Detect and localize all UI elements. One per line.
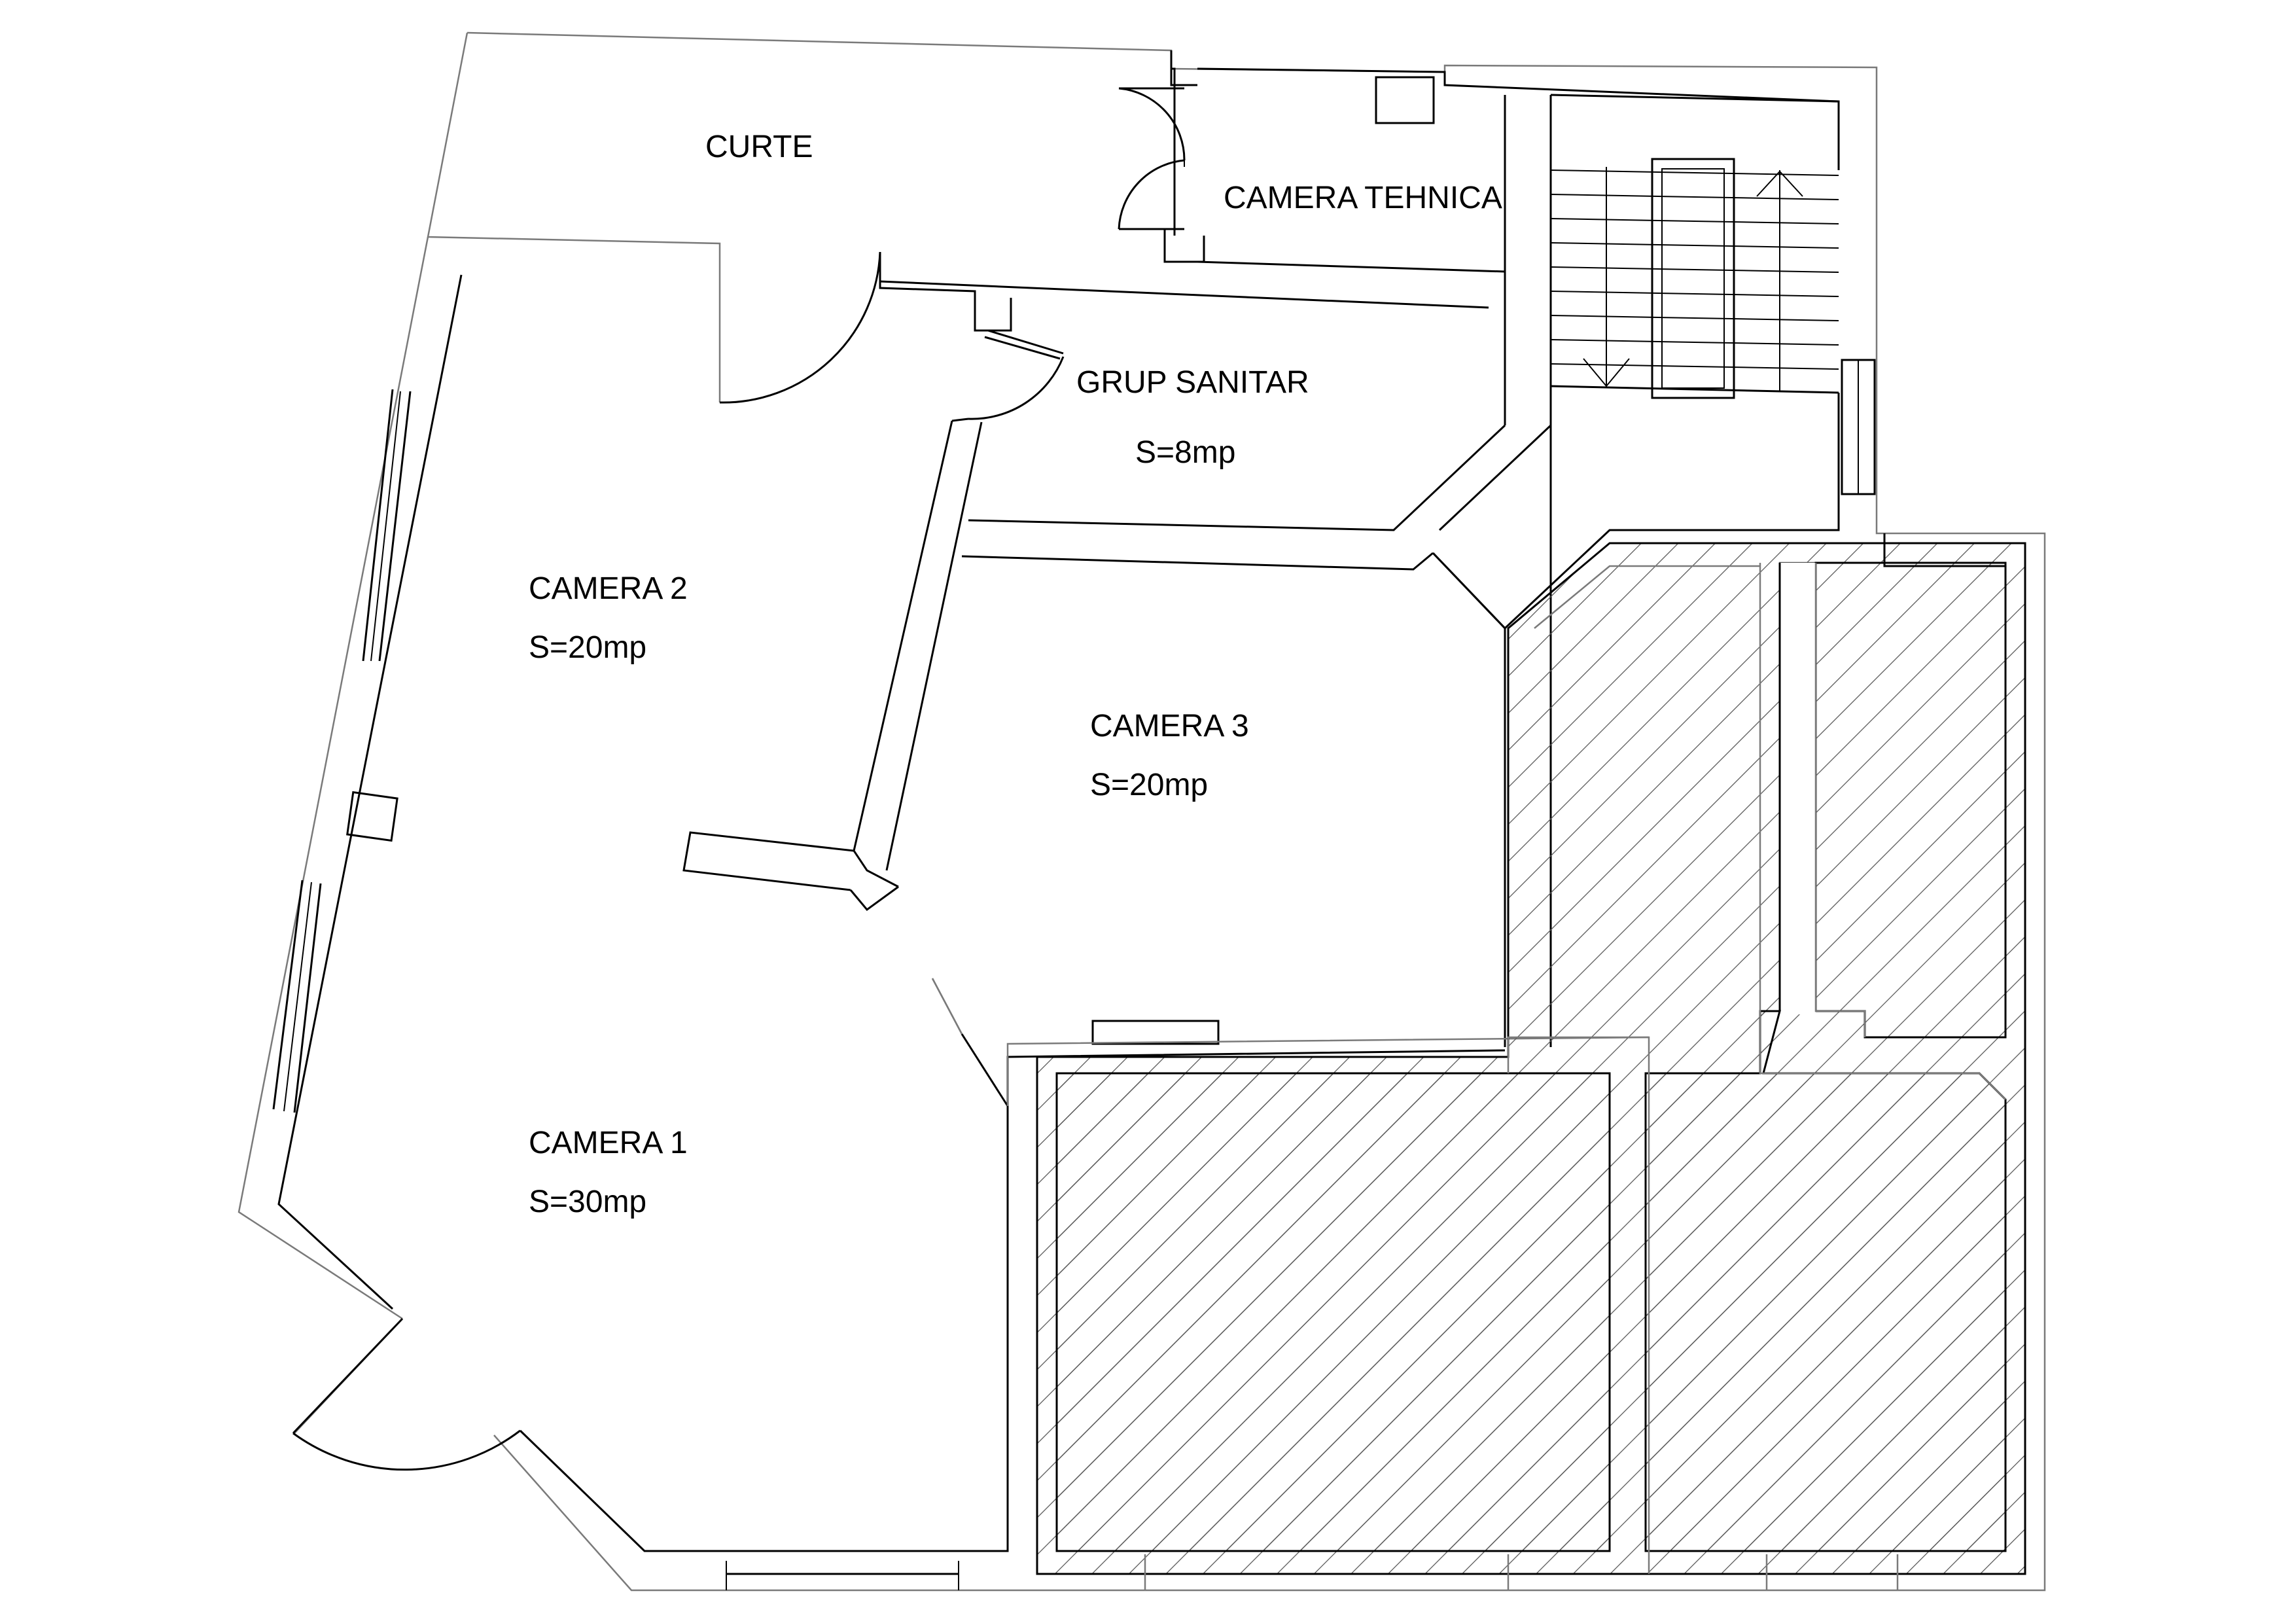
corridor-walls [1432, 393, 1840, 1047]
window-left-upper [362, 389, 412, 662]
room-name-camera-2: CAMERA 2 [529, 571, 688, 606]
room-area-camera-3: S=20mp [1090, 768, 1208, 802]
room-name-camera-3: CAMERA 3 [1090, 709, 1249, 743]
hatched-area [1036, 533, 2026, 1590]
room-area-camera-2: S=20mp [529, 630, 646, 665]
room-name-camera-tehnica: CAMERA TEHNICA [1224, 181, 1502, 215]
wall-niche-left [346, 791, 398, 842]
room-name-camera-1: CAMERA 1 [529, 1126, 688, 1160]
staircase [1550, 94, 1876, 495]
window-bottom [726, 1561, 959, 1590]
door-camera-1 [292, 1317, 521, 1471]
room-name-grup-sanitar: GRUP SANITAR [1076, 365, 1309, 400]
room-name-curte: CURTE [705, 130, 813, 164]
room-area-camera-1: S=30mp [529, 1185, 646, 1219]
camera-3-lower-wall [1006, 1020, 1650, 1106]
window-left-lower [272, 880, 322, 1113]
door-tehnica-lower [1118, 159, 1185, 230]
partition-camera-2-1 [682, 831, 899, 912]
room-area-grup-sanitar: S=8mp [1135, 435, 1235, 470]
